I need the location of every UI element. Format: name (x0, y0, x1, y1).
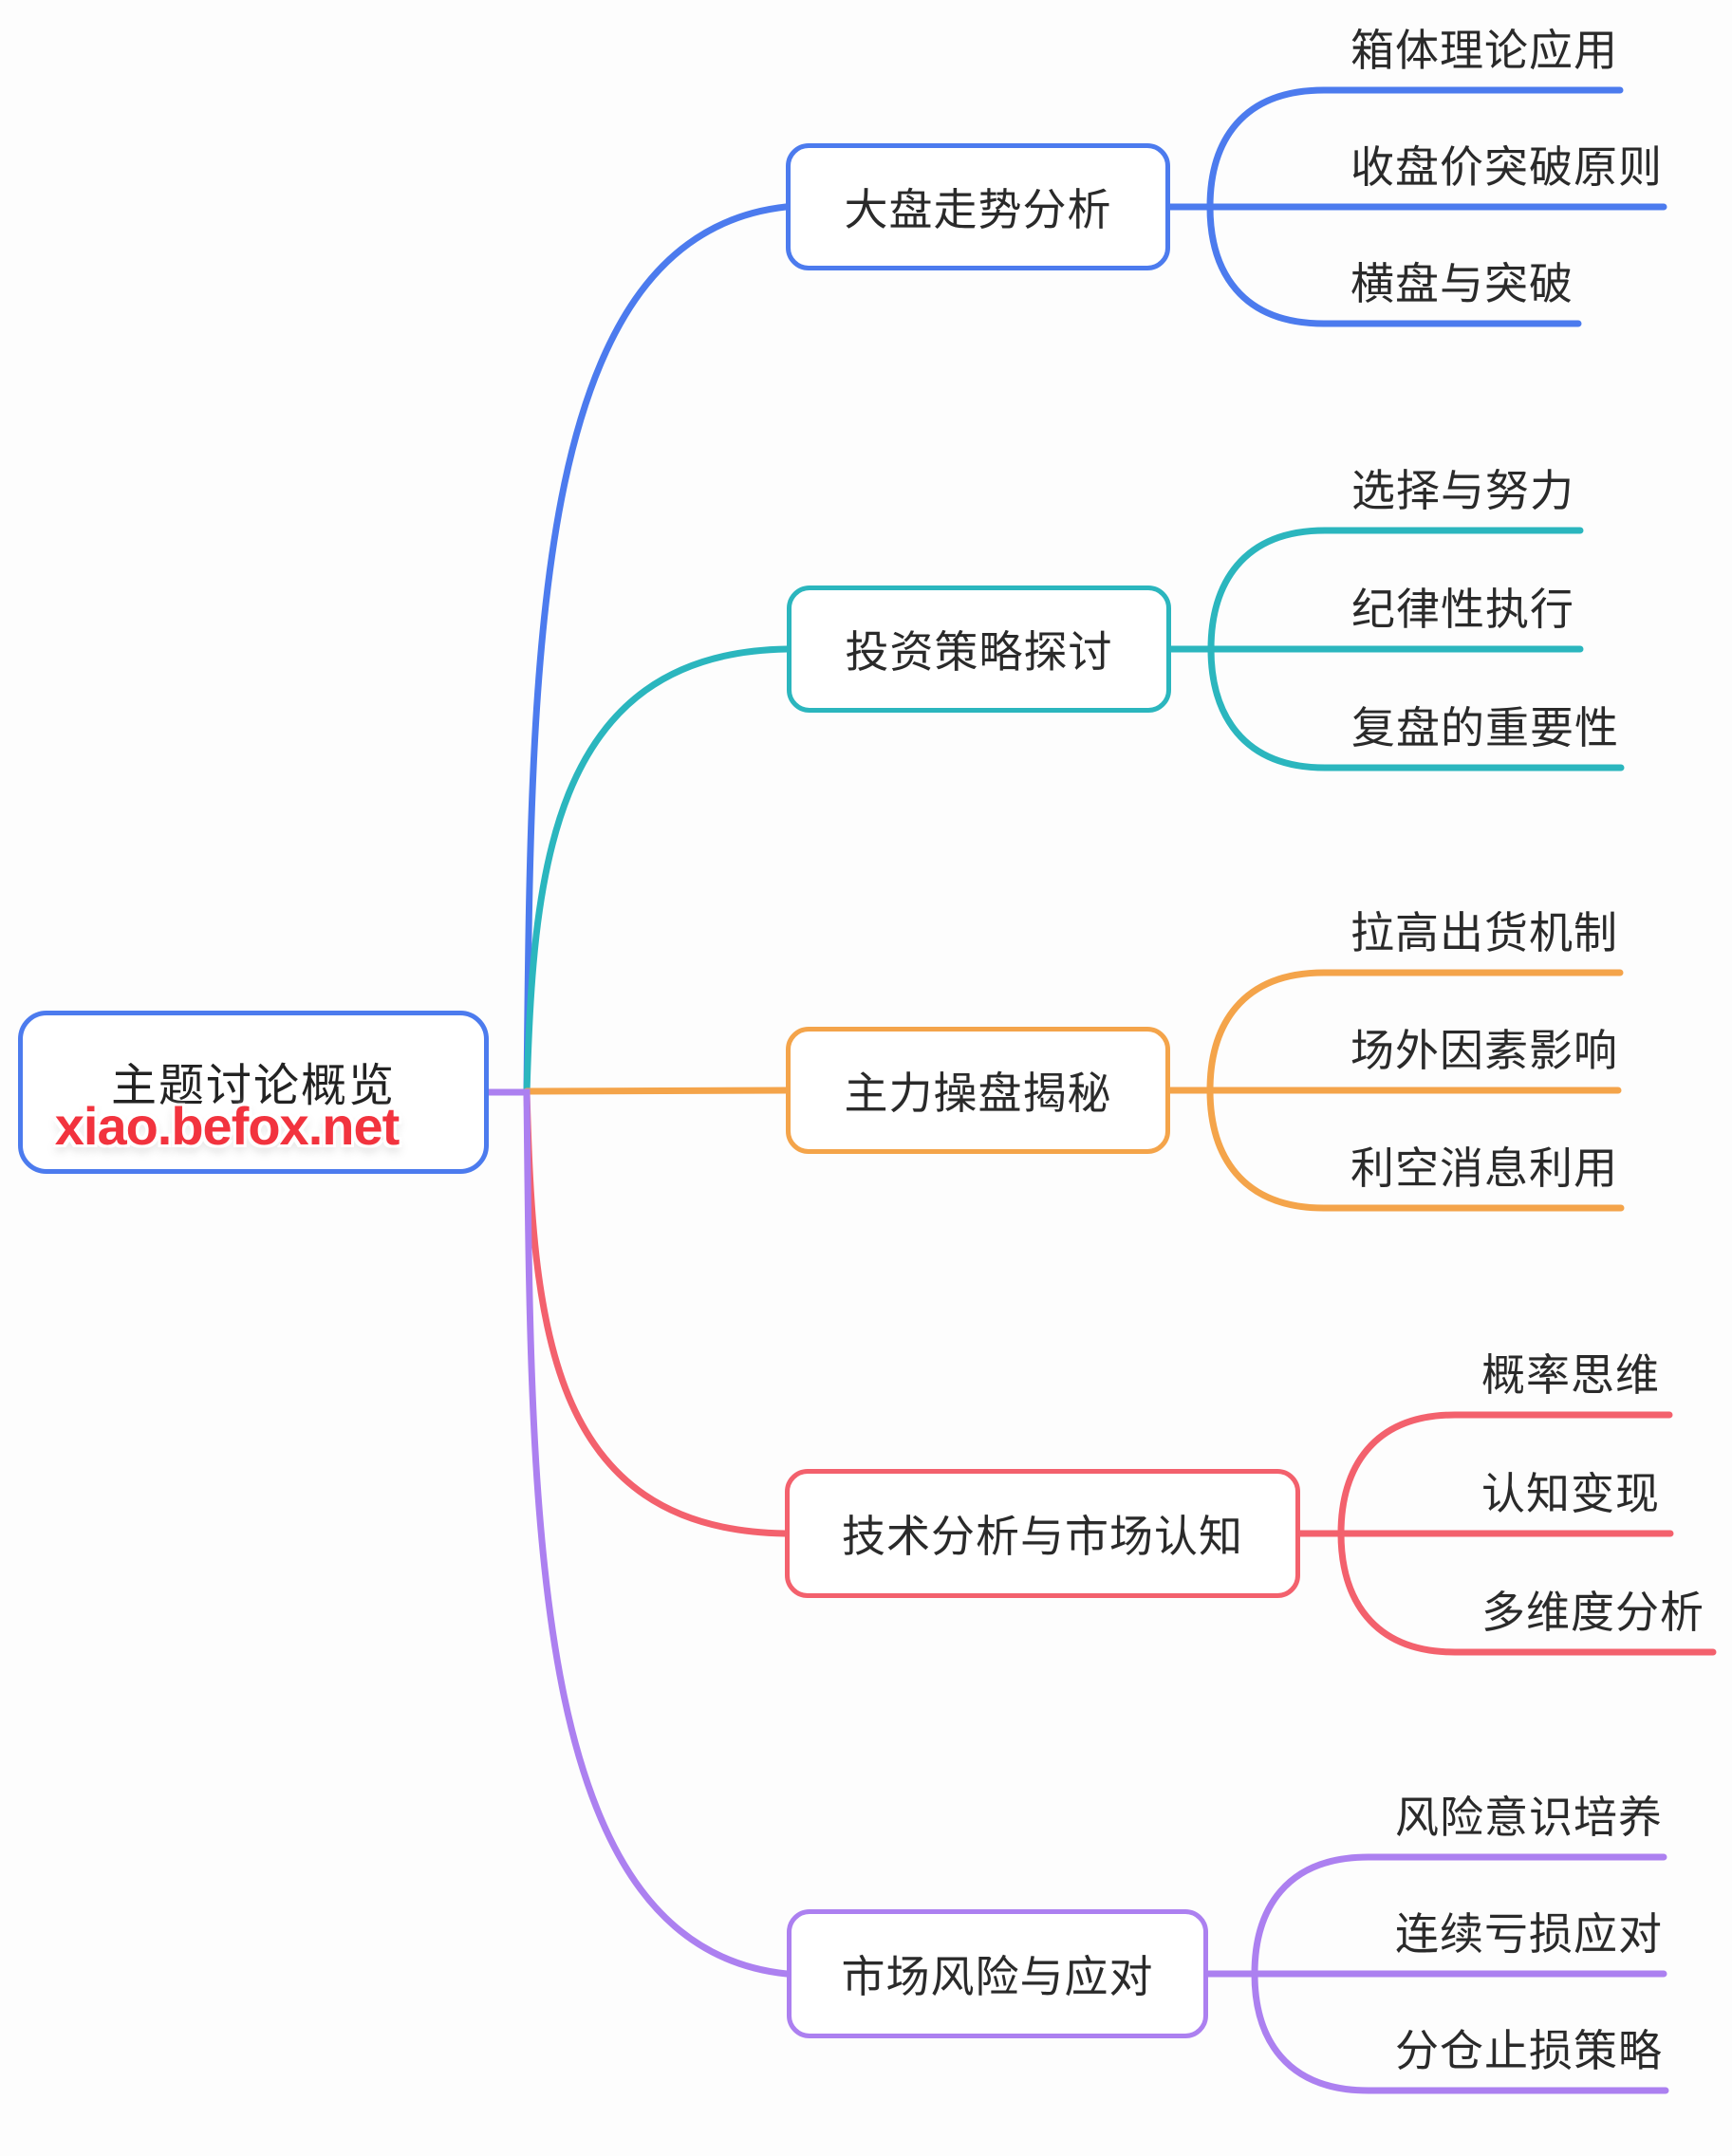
branch2-child1-link (1167, 527, 1584, 653)
branch-label-2: 投资策略探讨 (845, 627, 1113, 677)
child-topic-1-2[interactable]: 收盘价突破原则 (1350, 142, 1663, 192)
branch4-root-link (523, 1088, 789, 1537)
branch5-root-link (485, 1088, 791, 1978)
branch5-child1-link (1204, 1853, 1667, 1978)
child-topic-4-2[interactable]: 认知变现 (1481, 1469, 1660, 1518)
branch-node-1[interactable]: 大盘走势分析 (786, 143, 1170, 270)
branch1-connectors (523, 86, 1667, 1096)
branch4-child1-link (1296, 1411, 1673, 1537)
child-topic-5-3[interactable]: 分仓止损策略 (1395, 2026, 1663, 2075)
child-topic-1-1[interactable]: 箱体理论应用 (1350, 26, 1618, 75)
branch3-connectors (523, 969, 1625, 1212)
branch-label-3: 主力操盘揭秘 (844, 1069, 1112, 1118)
child-topic-5-1[interactable]: 风险意识培养 (1395, 1793, 1663, 1842)
branch-label-5: 市场风险与应对 (841, 1952, 1154, 2001)
branch-node-4[interactable]: 技术分析与市场认知 (785, 1469, 1300, 1598)
root-label: 主题讨论概览 (110, 1061, 396, 1111)
branch3-root-link (523, 1087, 790, 1095)
branch-label-4: 技术分析与市场认知 (842, 1512, 1243, 1561)
child-topic-3-1[interactable]: 拉高出货机制 (1350, 908, 1618, 957)
child-topic-2-1[interactable]: 选择与努力 (1351, 466, 1574, 515)
child-topic-4-1[interactable]: 概率思维 (1481, 1350, 1660, 1400)
branch2-connectors (523, 527, 1625, 1096)
child-topic-3-3[interactable]: 利空消息利用 (1350, 1143, 1618, 1193)
child-topic-5-2[interactable]: 连续亏损应对 (1395, 1909, 1663, 1959)
root-node[interactable]: 主题讨论概览 (18, 1011, 489, 1174)
branch1-child3-link (1206, 203, 1582, 327)
branch-node-2[interactable]: 投资策略探讨 (787, 585, 1171, 713)
watermark-text: xiao.befox.net (54, 1096, 400, 1156)
branch4-child3-link (1337, 1530, 1717, 1656)
child-topic-4-3[interactable]: 多维度分析 (1481, 1588, 1704, 1637)
branch-node-5[interactable]: 市场风险与应对 (787, 1909, 1208, 2038)
child-topic-2-2[interactable]: 纪律性执行 (1351, 585, 1574, 634)
branch-label-1: 大盘走势分析 (844, 185, 1112, 234)
child-topic-2-3[interactable]: 复盘的重要性 (1351, 703, 1619, 753)
child-topic-1-3[interactable]: 横盘与突破 (1350, 259, 1574, 308)
branch1-child1-link (1166, 86, 1624, 211)
branch3-child3-link (1206, 1087, 1625, 1212)
branch3-child1-link (1166, 969, 1624, 1094)
branch-node-3[interactable]: 主力操盘揭秘 (786, 1027, 1170, 1154)
branch5-connectors (485, 1088, 1669, 2094)
child-topic-3-2[interactable]: 场外因素影响 (1350, 1026, 1618, 1075)
branch2-child3-link (1207, 645, 1625, 771)
branch5-child3-link (1251, 1970, 1669, 2094)
branch2-root-link (523, 645, 791, 1096)
branch1-root-link (523, 203, 790, 1096)
